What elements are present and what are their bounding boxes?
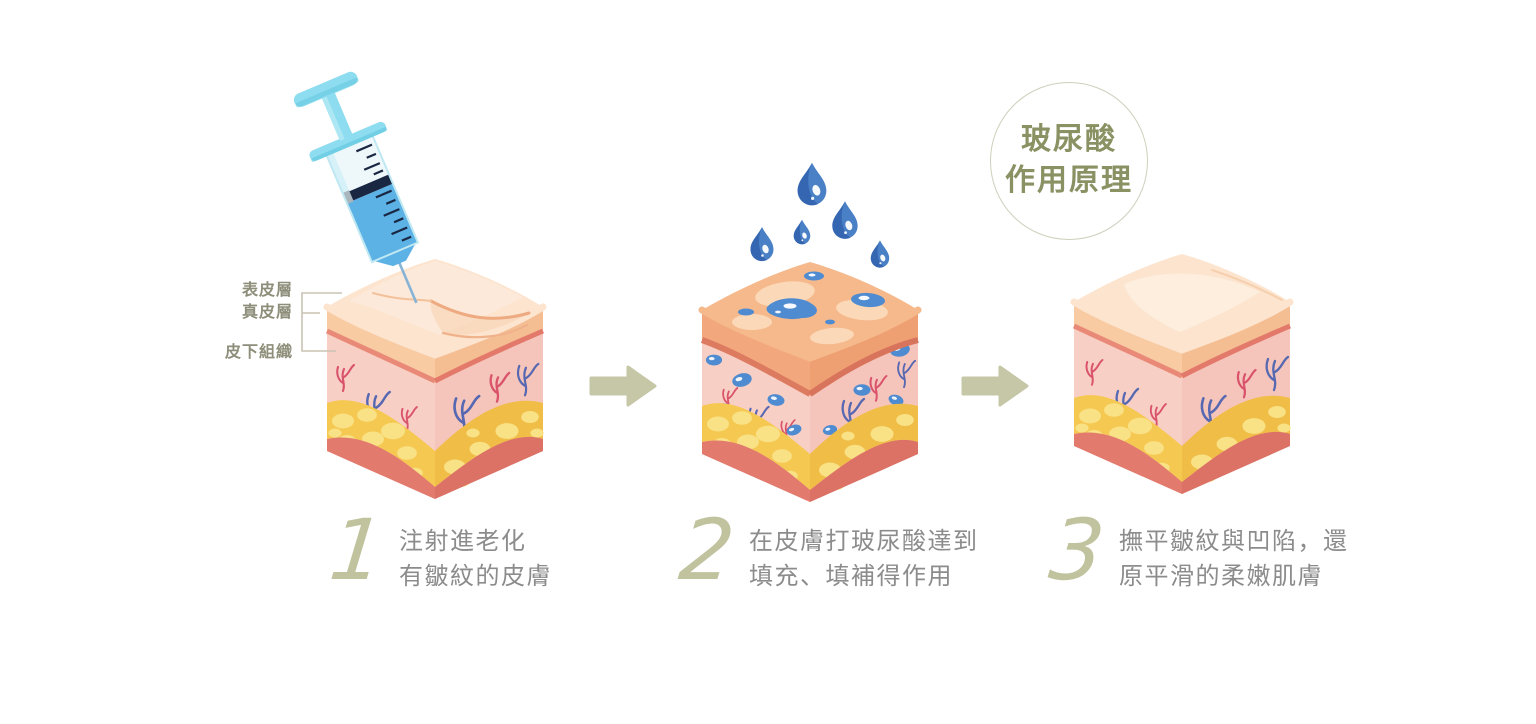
label-dermis: 真皮層 (241, 304, 293, 321)
label-subcutaneous: 皮下組織 (224, 344, 293, 361)
arrow-right-icon (589, 365, 657, 407)
label-epidermis: 表皮層 (241, 282, 293, 299)
hyaluronic-puddles (738, 271, 885, 325)
skin-block-3-smooth (1070, 254, 1294, 494)
step-2-number: 2 (675, 501, 739, 599)
step-3-text-line2: 原平滑的柔嫩肌膚 (1119, 563, 1323, 590)
water-drop-icons (750, 162, 890, 268)
step-3-text-line1: 撫平皺紋與凹陷，還 (1119, 528, 1349, 555)
skin-block-1-wrinkled (323, 259, 547, 499)
step-3-number: 3 (1045, 501, 1109, 599)
arrow-right-icon (961, 365, 1029, 407)
step-2-text-line2: 填充、填補得作用 (749, 563, 953, 590)
step-1-number: 1 (325, 501, 389, 599)
skin-block-2-hyaluronic (698, 162, 922, 502)
step-1-caption: 1 注射進老化 有皺紋的皮膚 (325, 501, 552, 599)
badge-title-line1: 玻尿酸 (1021, 123, 1117, 156)
step-3-caption: 3 撫平皺紋與凹陷，還 原平滑的柔嫩肌膚 (1045, 501, 1349, 599)
syringe-icon (293, 71, 420, 304)
step-1-text-line2: 有皺紋的皮膚 (399, 563, 552, 590)
badge-title-line2: 作用原理 (1005, 164, 1133, 197)
label-bracket-lines (301, 292, 342, 352)
step-1-text-line1: 注射進老化 (399, 528, 527, 555)
title-badge: 玻尿酸 作用原理 (990, 82, 1148, 240)
step-2-caption: 2 在皮膚打玻尿酸達到 填充、填補得作用 (675, 501, 979, 599)
step-2-text-line1: 在皮膚打玻尿酸達到 (749, 528, 979, 555)
